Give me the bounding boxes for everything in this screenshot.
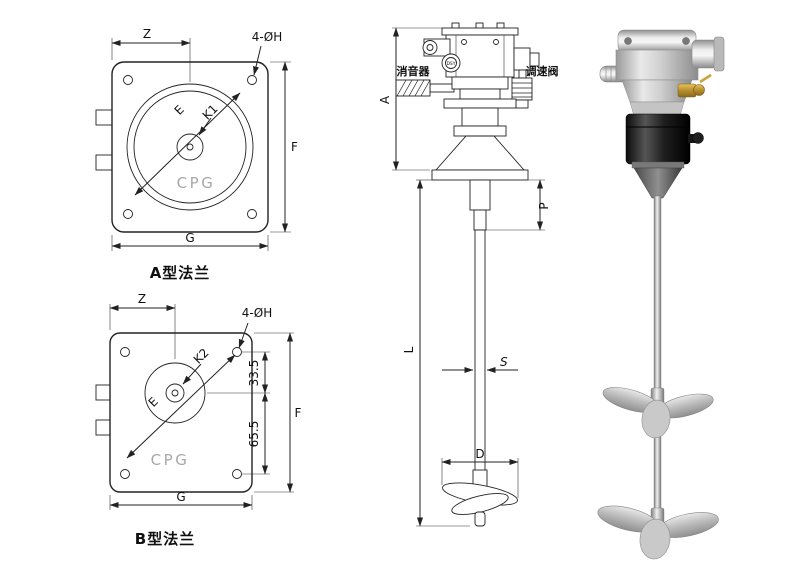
photo-ring bbox=[631, 161, 685, 169]
flange-b-side-tab bbox=[95, 419, 112, 436]
impeller-blade bbox=[639, 518, 671, 560]
photo-brass-fitting bbox=[693, 84, 705, 96]
bolt-hole bbox=[120, 347, 130, 357]
flange-a-center-hole bbox=[186, 143, 194, 151]
propeller-cap bbox=[474, 511, 486, 527]
flange-a-side-tab bbox=[95, 154, 114, 171]
dim-label-z: Z bbox=[138, 293, 146, 306]
photo-bolt bbox=[682, 37, 690, 45]
dim-label-g: G bbox=[176, 490, 185, 504]
dim-label-65-5: 65.5 bbox=[247, 421, 261, 448]
bolt-hole bbox=[232, 469, 242, 479]
flange-a-plate: CPG bbox=[95, 61, 269, 233]
flange-a-dimensions: Z 4-ØH E K1 F G bbox=[111, 27, 298, 251]
dim-label-d: D bbox=[475, 447, 484, 461]
photo-shaft bbox=[653, 195, 662, 547]
dim-label-p: P bbox=[537, 202, 551, 209]
mounting-flange-plate bbox=[431, 169, 529, 181]
gearbox-outline bbox=[431, 76, 529, 181]
photo-lower-impeller bbox=[597, 505, 719, 560]
speed-valve-label: 调速阀 bbox=[526, 64, 559, 78]
motor-logo: DSY bbox=[446, 61, 455, 67]
flange-b-drawing: CPG Z 4-ØH E K2 33.5 65.5 F bbox=[95, 293, 302, 510]
propeller-outline bbox=[442, 482, 518, 527]
photo-motor-body bbox=[615, 49, 699, 81]
mixing-shaft bbox=[474, 229, 486, 477]
bolt-hole bbox=[247, 75, 257, 85]
flange-b-side-tab bbox=[95, 384, 112, 401]
photo-clamp-housing bbox=[625, 113, 691, 165]
photo-side-cap bbox=[713, 36, 725, 72]
photo-clamp-bolt bbox=[692, 132, 704, 144]
dim-label-f: F bbox=[295, 406, 302, 420]
photo-bolt bbox=[624, 37, 632, 45]
flange-a-side-tab bbox=[95, 109, 114, 126]
dim-label-33-5: 33.5 bbox=[247, 360, 261, 387]
mixer-dimension-drawing: DSY 消音器 调速阀 bbox=[380, 22, 559, 527]
flange-b-center-hole bbox=[171, 389, 179, 397]
bolt-hole bbox=[247, 209, 257, 219]
shaft-coupling bbox=[469, 179, 491, 211]
dim-label-a: A bbox=[380, 95, 392, 104]
dim-label-s: S bbox=[500, 355, 508, 369]
flange-b-dimensions: Z 4-ØH E K2 33.5 65.5 F G bbox=[109, 293, 302, 510]
photo-cone bbox=[633, 167, 683, 199]
dim-label-holes: 4-ØH bbox=[242, 306, 272, 320]
air-motor-outline: DSY bbox=[422, 22, 540, 78]
mixer-product-photo bbox=[597, 29, 725, 560]
dim-label-l: L bbox=[402, 346, 416, 353]
photo-valve-handle bbox=[699, 73, 712, 84]
muffler-label: 消音器 bbox=[397, 64, 431, 78]
photo-motor-head bbox=[599, 29, 725, 117]
dim-label-f: F bbox=[291, 140, 298, 154]
flange-a-drawing: CPG Z 4-ØH E K1 F G bbox=[95, 27, 298, 251]
flange-b-cpg-label: CPG bbox=[151, 451, 190, 469]
bolt-hole bbox=[232, 347, 242, 357]
dim-label-holes: 4-ØH bbox=[252, 30, 282, 44]
photo-upper-impeller bbox=[602, 387, 714, 439]
dim-label-g: G bbox=[185, 231, 194, 245]
impeller-blade bbox=[641, 399, 671, 439]
photo-clamp-section bbox=[625, 113, 704, 199]
dim-label-z: Z bbox=[143, 27, 151, 41]
flange-b-title: B型法兰 bbox=[134, 530, 196, 548]
flange-a-title: A型法兰 bbox=[149, 264, 211, 282]
motor-top-plate bbox=[441, 27, 519, 36]
bolt-hole bbox=[120, 469, 130, 479]
mixer-dimensions: A P L S D bbox=[380, 27, 551, 527]
mounting-bell bbox=[435, 135, 525, 171]
muffler-assembly bbox=[395, 79, 455, 97]
bolt-hole bbox=[123, 75, 133, 85]
speed-valve-assembly bbox=[511, 69, 533, 109]
bolt-hole bbox=[123, 209, 133, 219]
flange-a-cpg-label: CPG bbox=[177, 174, 216, 192]
